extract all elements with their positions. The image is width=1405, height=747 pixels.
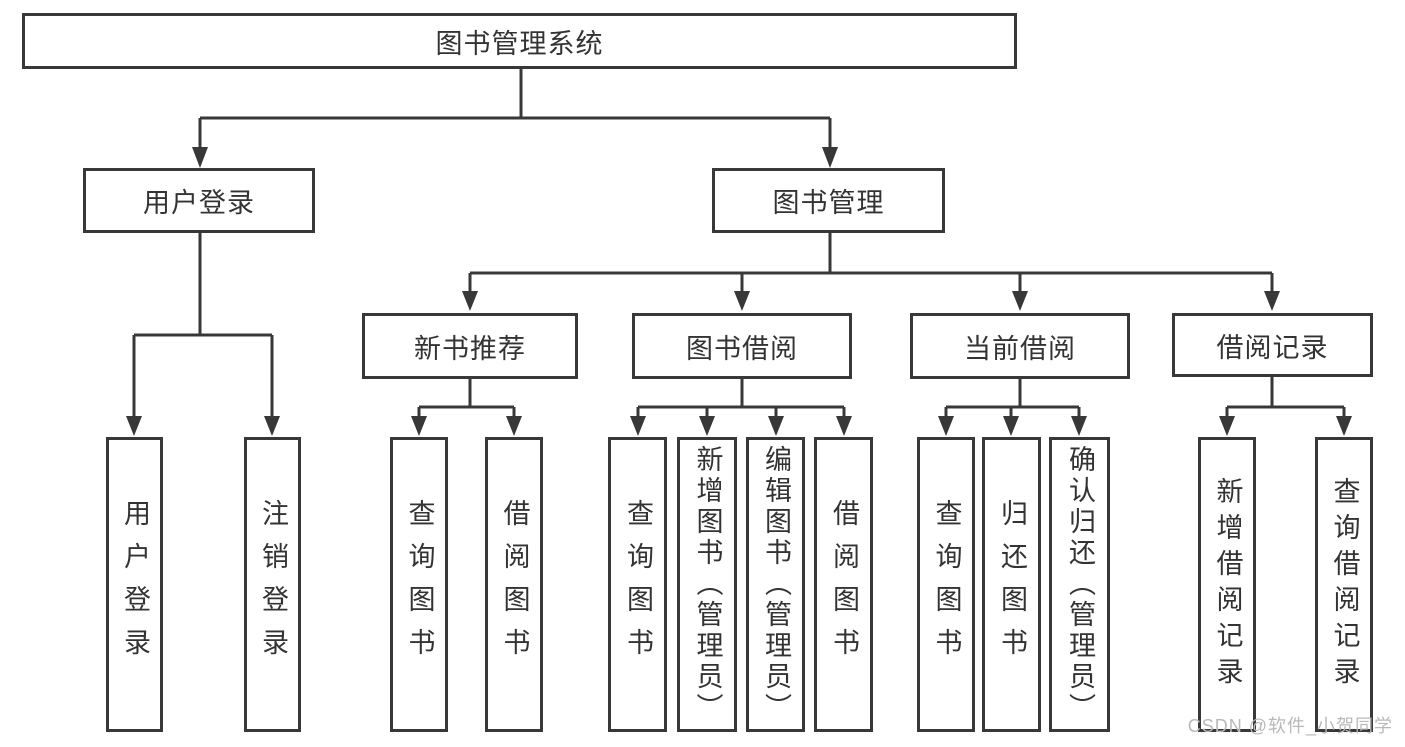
leaf-user-login: 用户登录 bbox=[106, 437, 163, 732]
leaf-query-books-current-label: 查询图书 bbox=[931, 498, 962, 671]
leaf-borrow-books-borrow: 借阅图书 bbox=[814, 437, 873, 732]
leaf-return-books-label: 归还图书 bbox=[997, 498, 1027, 671]
leaf-user-login-label: 用户登录 bbox=[120, 498, 150, 671]
leaf-return-books: 归还图书 bbox=[982, 437, 1041, 732]
node-book-borrowing: 图书借阅 bbox=[632, 313, 852, 379]
node-book-borrowing-label: 图书借阅 bbox=[686, 333, 798, 364]
node-borrowing-records: 借阅记录 bbox=[1172, 313, 1373, 377]
node-root-system-label: 图书管理系统 bbox=[435, 28, 604, 59]
node-new-book-recommend-label: 新书推荐 bbox=[414, 333, 526, 364]
node-current-borrowing: 当前借阅 bbox=[910, 313, 1130, 379]
node-current-borrowing-label: 当前借阅 bbox=[964, 333, 1076, 364]
leaf-confirm-return-admin: 确认归还（管理员） bbox=[1049, 437, 1110, 732]
leaf-add-borrow-record: 新增借阅记录 bbox=[1198, 437, 1256, 732]
leaf-confirm-return-admin-label: 确认归还（管理员） bbox=[1065, 445, 1095, 724]
leaf-borrow-books-newbook: 借阅图书 bbox=[485, 437, 543, 732]
node-borrowing-records-label: 借阅记录 bbox=[1216, 332, 1329, 363]
leaf-add-book-admin-label: 新增图书（管理员） bbox=[692, 445, 723, 724]
node-user-login-label: 用户登录 bbox=[143, 188, 255, 218]
node-book-management: 图书管理 bbox=[712, 168, 945, 233]
leaf-query-books-newbook-label: 查询图书 bbox=[404, 498, 435, 671]
leaf-query-books-borrow: 查询图书 bbox=[608, 437, 667, 732]
node-user-login: 用户登录 bbox=[83, 168, 315, 233]
csdn-watermark: CSDN @软件_小贺同学 bbox=[1187, 716, 1393, 736]
leaf-logout: 注销登录 bbox=[244, 437, 301, 732]
leaf-query-books-borrow-label: 查询图书 bbox=[623, 498, 653, 671]
leaf-query-books-newbook: 查询图书 bbox=[390, 437, 448, 732]
leaf-logout-label: 注销登录 bbox=[258, 498, 288, 671]
leaf-edit-book-admin-label: 编辑图书（管理员） bbox=[761, 445, 791, 724]
leaf-add-borrow-record-label: 新增借阅记录 bbox=[1212, 476, 1243, 693]
leaf-query-books-current: 查询图书 bbox=[917, 437, 975, 732]
leaf-borrow-books-borrow-label: 借阅图书 bbox=[829, 498, 859, 671]
leaf-query-borrow-record: 查询借阅记录 bbox=[1315, 437, 1373, 732]
node-new-book-recommend: 新书推荐 bbox=[362, 313, 578, 379]
node-book-management-label: 图书管理 bbox=[772, 188, 885, 218]
leaf-borrow-books-newbook-label: 借阅图书 bbox=[499, 498, 530, 671]
leaf-query-borrow-record-label: 查询借阅记录 bbox=[1329, 476, 1360, 693]
leaf-edit-book-admin: 编辑图书（管理员） bbox=[746, 437, 805, 732]
node-root-system: 图书管理系统 bbox=[22, 13, 1017, 69]
leaf-add-book-admin: 新增图书（管理员） bbox=[677, 437, 737, 732]
